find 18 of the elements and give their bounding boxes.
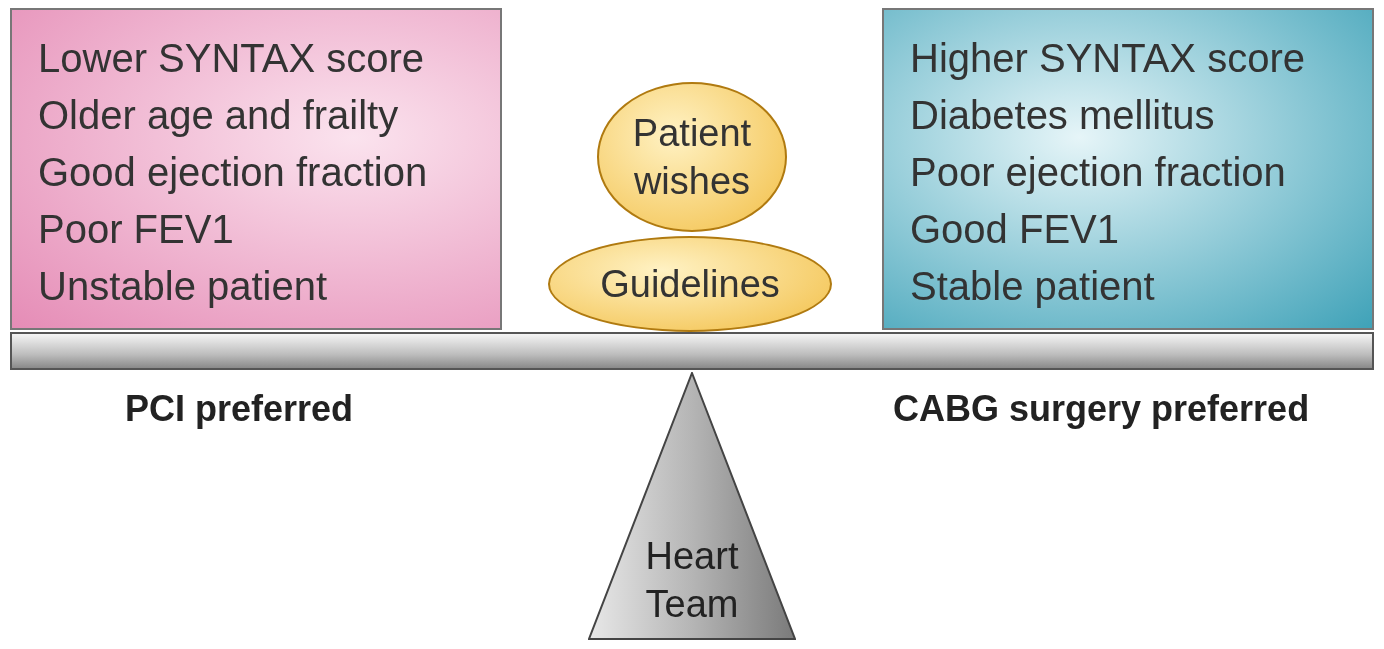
criterion-text: Good FEV1 [910, 206, 1119, 253]
outcome-label: CABG surgery preferred [893, 388, 1310, 430]
criterion-text: Stable patient [910, 263, 1155, 310]
balance-beam [10, 332, 1374, 370]
criterion-text: Good ejection fraction [38, 149, 428, 196]
criterion-text: Diabetes mellitus [910, 92, 1215, 139]
factor-panel [10, 8, 502, 330]
criterion-text: Poor FEV1 [38, 206, 234, 253]
ellipse-label: Patient wishes [631, 111, 753, 204]
outcome-label: PCI preferred [125, 388, 354, 430]
factor-panel [882, 8, 1374, 330]
criterion-text: Unstable patient [38, 263, 328, 310]
criterion-text: Poor ejection fraction [910, 149, 1286, 196]
ellipse-label: Guidelines [599, 262, 781, 307]
fulcrum-label: Heart Team [644, 534, 740, 627]
criterion-text: Higher SYNTAX score [910, 35, 1305, 82]
criterion-text: Older age and frailty [38, 92, 399, 139]
criterion-text: Lower SYNTAX score [38, 35, 425, 82]
